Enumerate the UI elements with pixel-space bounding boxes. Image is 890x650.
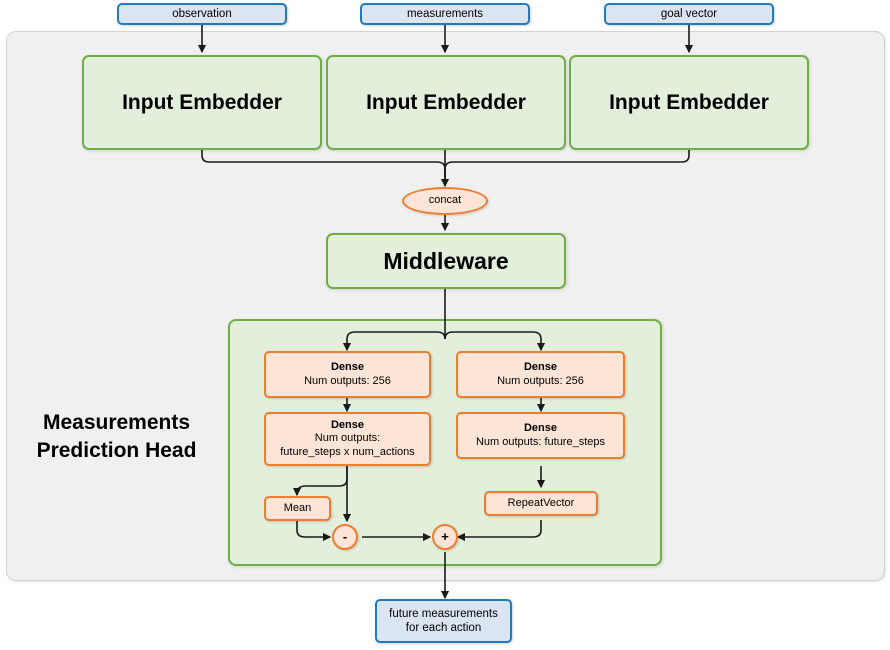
input-embedder-1[interactable]: Input Embedder [82, 55, 322, 150]
input-goal-vector[interactable]: goal vector [604, 3, 774, 25]
right-dense-2[interactable]: Dense Num outputs: future_steps [456, 412, 625, 459]
middleware-label: Middleware [383, 247, 509, 274]
add-operator-label: + [441, 528, 449, 544]
output-line-1: future measurements [389, 607, 498, 620]
input-observation[interactable]: observation [117, 3, 287, 25]
input-observation-label: observation [172, 7, 232, 20]
concat-label: concat [428, 194, 462, 207]
repeat-vector-label: RepeatVector [507, 496, 575, 509]
input-measurements-label: measurements [406, 7, 484, 20]
right-dense-2-title: Dense [523, 422, 558, 435]
mean-block[interactable]: Mean [264, 496, 331, 521]
middleware-block[interactable]: Middleware [326, 233, 566, 289]
concat-node[interactable]: concat [402, 187, 488, 215]
left-dense-1-subtitle: Num outputs: 256 [304, 374, 391, 387]
left-dense-2-subtitle-line1: Num outputs: [314, 432, 381, 445]
input-embedder-2[interactable]: Input Embedder [326, 55, 566, 150]
right-dense-1[interactable]: Dense Num outputs: 256 [456, 351, 625, 398]
left-dense-1-title: Dense [330, 361, 365, 374]
left-dense-1[interactable]: Dense Num outputs: 256 [264, 351, 431, 398]
repeat-vector-block[interactable]: RepeatVector [484, 491, 598, 516]
subtract-operator[interactable]: - [332, 524, 358, 550]
input-embedder-3-label: Input Embedder [609, 90, 769, 114]
right-dense-2-subtitle: Num outputs: future_steps [475, 435, 605, 448]
mean-label: Mean [283, 501, 312, 514]
left-dense-2[interactable]: Dense Num outputs: future_steps x num_ac… [264, 412, 431, 466]
input-goal-vector-label: goal vector [660, 7, 718, 20]
subtract-operator-label: - [342, 528, 348, 544]
left-dense-2-title: Dense [330, 418, 365, 431]
input-embedder-1-label: Input Embedder [122, 90, 282, 114]
input-measurements[interactable]: measurements [360, 3, 530, 25]
output-line-2: for each action [405, 622, 482, 634]
add-operator[interactable]: + [432, 524, 458, 550]
input-embedder-2-label: Input Embedder [366, 90, 526, 114]
input-embedder-3[interactable]: Input Embedder [569, 55, 809, 150]
left-dense-2-subtitle-line2: future_steps x num_actions [280, 445, 415, 458]
right-dense-1-title: Dense [523, 361, 558, 374]
output-future-measurements[interactable]: future measurements for each action [375, 599, 512, 643]
right-dense-1-subtitle: Num outputs: 256 [497, 374, 584, 387]
